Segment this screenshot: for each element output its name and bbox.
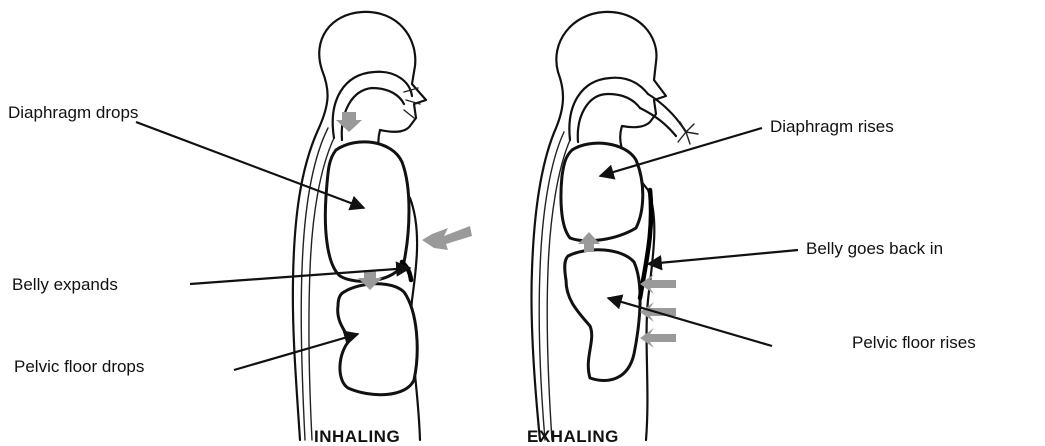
label-diaphragm-rises: Diaphragm rises [770,117,894,136]
label-pelvic-floor-drops: Pelvic floor drops [14,357,144,376]
inhaling-airway [333,72,412,140]
inhaling-throat-arrow [336,112,362,132]
exhaling-lung-cavity [561,143,643,241]
label-belly-expands: Belly expands [12,275,118,294]
inhaling-belly-front [402,262,411,280]
pointer-belly-goes-back-in [648,250,798,264]
exhaling-pelvic-cavity [565,250,640,381]
label-pelvic-floor-rises: Pelvic floor rises [852,333,976,352]
label-belly-goes-back-in: Belly goes back in [806,239,943,258]
exhaling-belly-arrow-3 [640,328,676,348]
inhaling-spine-line [301,128,328,440]
caption-exhaling: EXHALING [527,427,619,446]
inhaling-figure [293,12,472,440]
inhaling-lung-cavity [325,142,409,281]
exhaling-figure [531,12,698,440]
caption-inhaling: INHALING [314,427,400,446]
inhaling-belly-arrow [422,226,472,250]
inhaling-pelvic-cavity [338,284,418,395]
exhaling-airway [569,78,648,142]
label-diaphragm-drops: Diaphragm drops [8,103,138,122]
exhaling-air-stream [640,94,686,136]
